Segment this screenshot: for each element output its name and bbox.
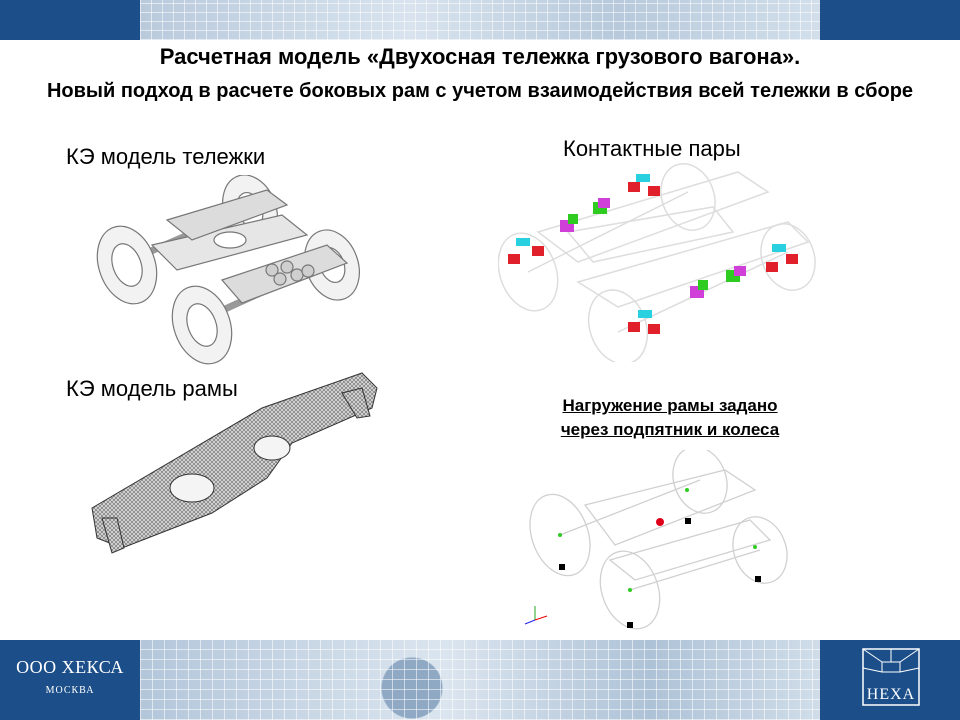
load-application-points — [558, 488, 761, 628]
xyz-axis-triad-icon — [524, 606, 548, 625]
side-frame-fe-model-image — [91, 372, 378, 554]
contact-pairs-image — [498, 163, 816, 362]
page-title: Расчетная модель «Двухосная тележка груз… — [159, 44, 801, 69]
bogie-model-caption: КЭ модель тележки — [66, 144, 266, 169]
bottom-banner-mesh-strip — [140, 640, 820, 720]
top-banner-mesh-strip — [140, 0, 820, 40]
hexa-logo-text: HEXA — [867, 686, 915, 703]
top-banner — [0, 0, 960, 40]
hexa-logo: HEXA — [862, 648, 920, 706]
bottom-banner-right-block — [820, 640, 960, 720]
top-banner-left-block — [0, 0, 140, 40]
company-city: МОСКВА — [45, 685, 95, 696]
company-name: ООО ХЕКСА — [16, 657, 124, 677]
contact-pairs-caption: Контактные пары — [563, 136, 741, 161]
load-note: Нагружение рамы задано через подпятник и… — [510, 394, 830, 442]
bogie-fe-model-image — [96, 175, 360, 365]
top-banner-right-block — [820, 0, 960, 40]
bottom-banner-left-block: ООО ХЕКСА МОСКВА — [0, 640, 140, 720]
load-note-line-2: через подпятник и колеса — [560, 420, 780, 439]
bottom-banner: ООО ХЕКСА МОСКВА — [0, 640, 960, 720]
page-subtitle: Новый подход в расчете боковых рам с уче… — [46, 80, 914, 102]
loading-scheme-image — [524, 450, 788, 630]
load-note-line-1: Нагружение рамы задано — [562, 396, 778, 415]
contact-pad-group — [508, 174, 798, 334]
frame-model-caption: КЭ модель рамы — [66, 376, 238, 401]
